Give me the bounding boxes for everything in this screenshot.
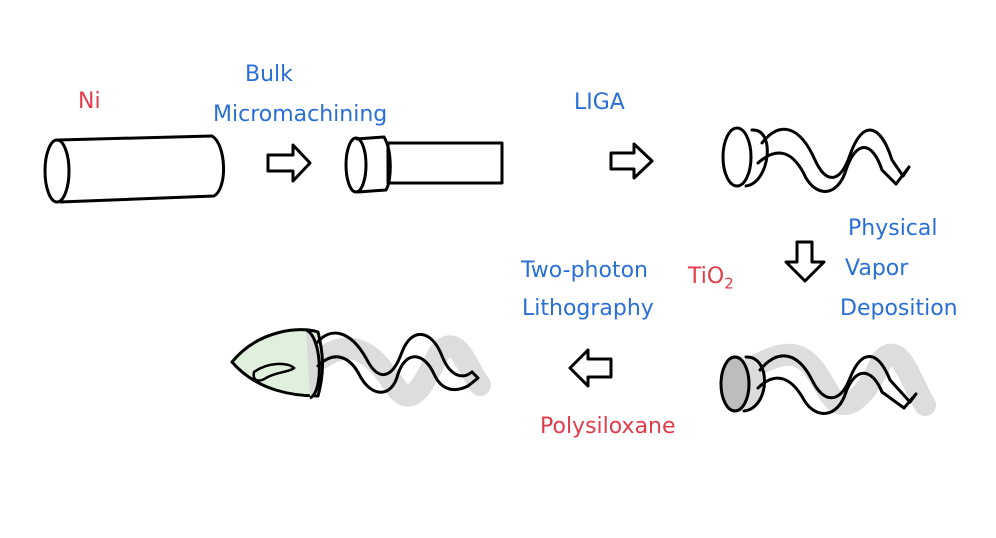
- right-arrow-icon: [609, 142, 654, 180]
- material-label-polysiloxane: Polysiloxane: [540, 414, 676, 439]
- tio2-subscript: 2: [724, 274, 734, 293]
- ni-cylinder: [43, 134, 226, 204]
- process-label-lithography: Lithography: [522, 296, 654, 321]
- liga-helix: [721, 126, 911, 193]
- material-label-tio2: TiO2: [688, 266, 734, 291]
- tio2-coated-helix: [719, 343, 936, 416]
- process-label-liga: LIGA: [574, 90, 625, 115]
- process-label-vapor: Vapor: [845, 256, 909, 281]
- micromachined-rod: [344, 135, 504, 194]
- material-label-ni: Ni: [78, 89, 101, 114]
- process-label-two-photon: Two-photon: [521, 258, 648, 283]
- process-label-deposition: Deposition: [840, 296, 958, 321]
- left-arrow-icon: [568, 348, 613, 388]
- process-label-physical: Physical: [848, 216, 938, 241]
- process-label-bulk: Bulk: [245, 62, 293, 87]
- process-label-micromachining: Micromachining: [213, 102, 388, 127]
- polysiloxane-microrobot: [230, 328, 491, 407]
- right-arrow-icon: [266, 143, 312, 183]
- down-arrow-icon: [784, 240, 826, 283]
- tio2-main: TiO: [688, 264, 725, 289]
